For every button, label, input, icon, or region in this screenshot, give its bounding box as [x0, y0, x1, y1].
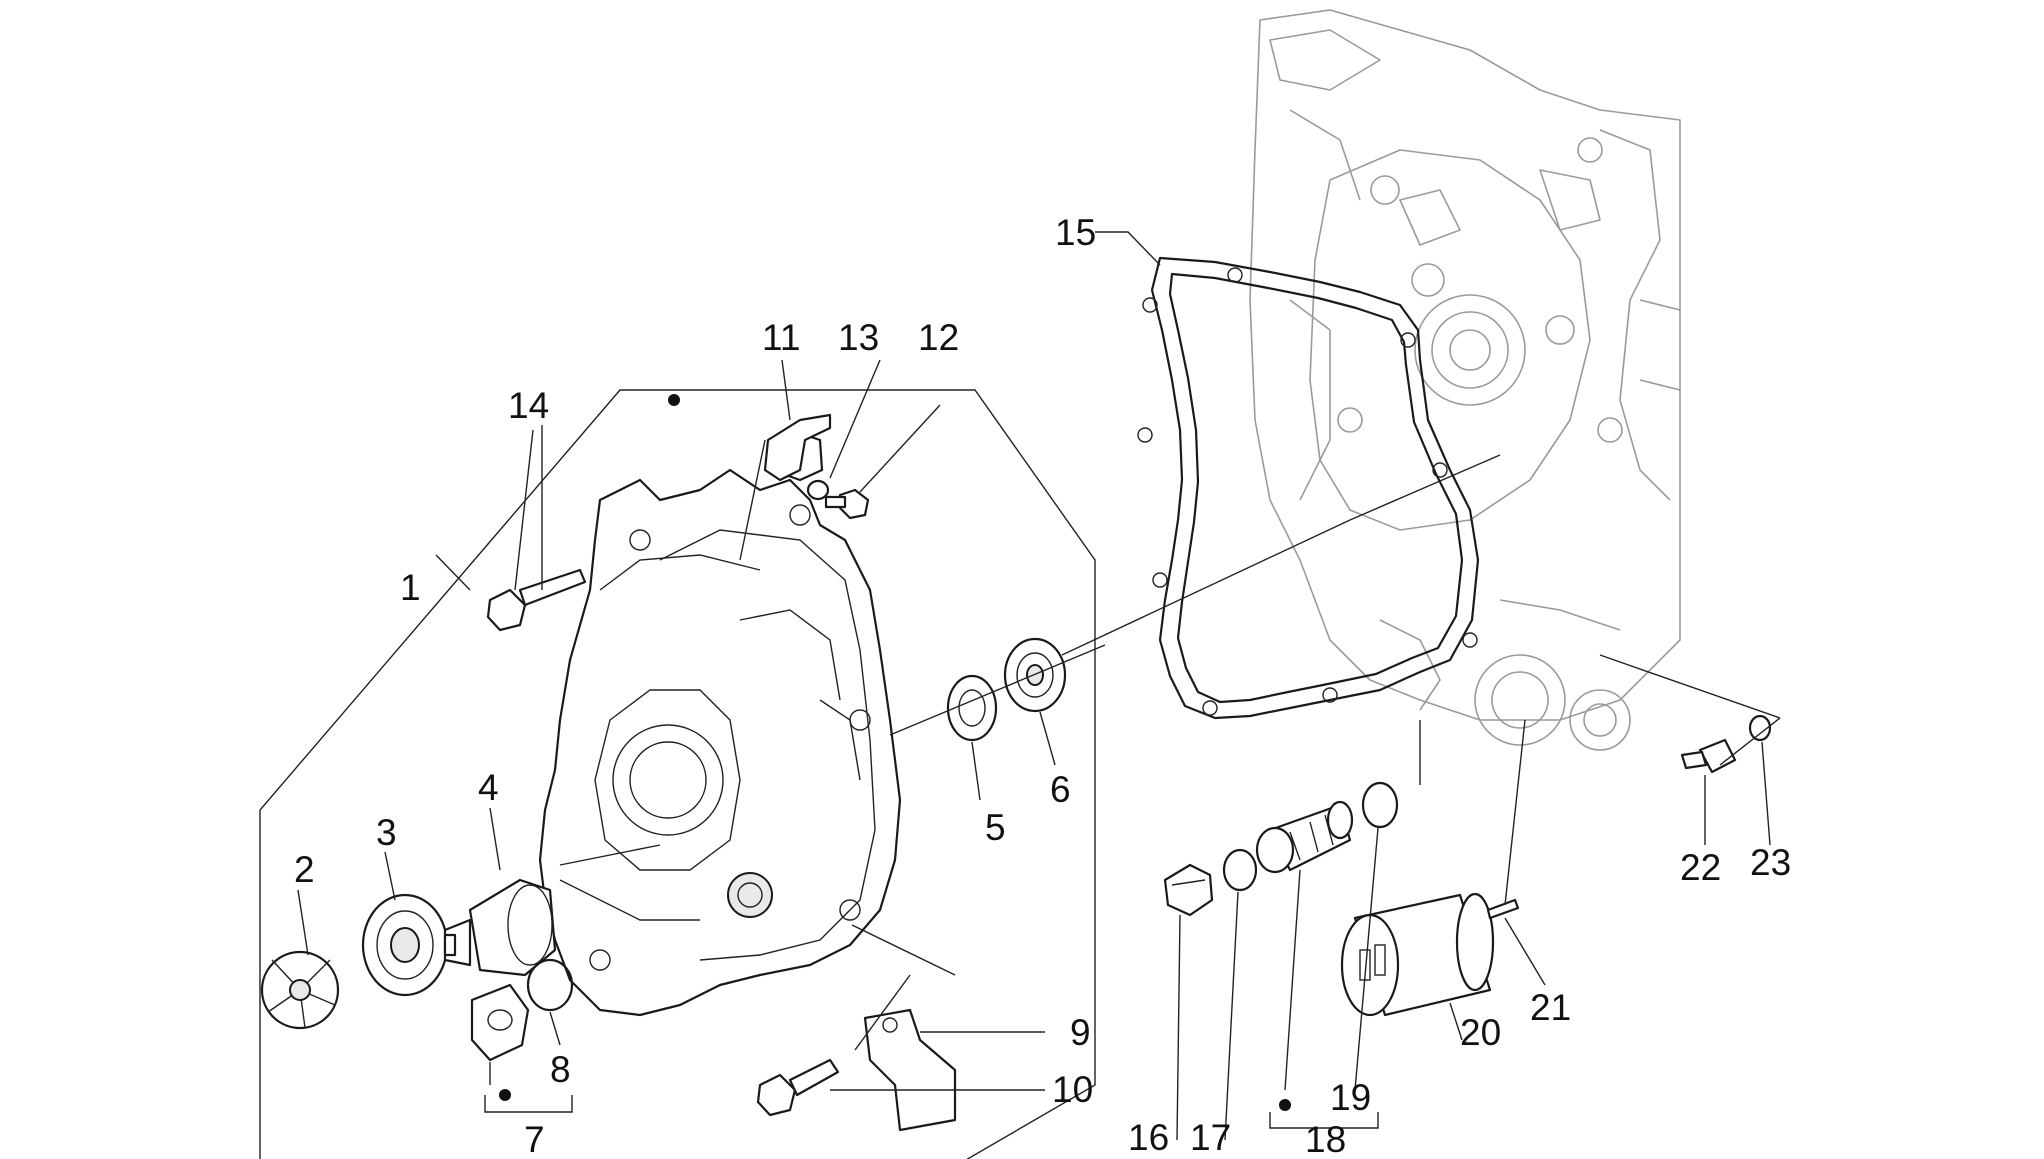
group-outline-part-1	[259, 389, 1096, 1159]
label-part-19: 19	[1330, 1077, 1371, 1118]
label-part-3: 3	[376, 812, 397, 853]
sensor-part-22	[1680, 738, 1737, 774]
bolt-part-10	[756, 1058, 840, 1117]
label-part-20: 20	[1460, 1012, 1501, 1053]
marker-dot-part-18	[1279, 1099, 1291, 1111]
label-part-1: 1	[400, 567, 421, 608]
label-part-22: 22	[1680, 847, 1721, 888]
cover-gasket-part-15	[1137, 256, 1480, 720]
label-part-18: 18	[1305, 1119, 1346, 1159]
seal-part-3	[361, 893, 449, 997]
label-part-10: 10	[1052, 1069, 1093, 1110]
oil-filter-screen-part-18	[1255, 800, 1354, 874]
washer-part-13	[806, 479, 830, 501]
oil-seal-part-5	[946, 674, 998, 742]
label-part-15: 15	[1055, 212, 1096, 253]
label-part-7: 7	[524, 1119, 545, 1159]
o-ring-part-17	[1222, 848, 1258, 892]
label-part-14: 14	[508, 385, 549, 426]
washer-part-23	[1748, 714, 1772, 742]
label-part-2: 2	[294, 849, 315, 890]
label-part-13: 13	[838, 317, 879, 358]
o-ring-part-19	[1361, 781, 1399, 829]
label-part-8: 8	[550, 1049, 571, 1090]
label-part-17: 17	[1190, 1117, 1231, 1158]
leader-lines	[297, 231, 1771, 1141]
bolt-part-12	[824, 488, 870, 520]
label-part-5: 5	[985, 807, 1006, 848]
crankcase-background	[1249, 9, 1681, 751]
label-part-21: 21	[1530, 987, 1571, 1028]
label-part-4: 4	[478, 767, 499, 808]
marker-dot-cover	[668, 394, 680, 406]
label-part-9: 9	[1070, 1012, 1091, 1053]
flywheel-cover-part-1	[538, 428, 902, 1017]
filter-plug-part-16	[1163, 863, 1214, 917]
oil-filter-part-20	[1340, 892, 1495, 1017]
drain-plug-part-8	[470, 958, 574, 1062]
shaft-bearing-part-4	[443, 878, 557, 977]
impeller-part-2	[260, 950, 340, 1030]
label-part-23: 23	[1750, 842, 1791, 883]
label-part-6: 6	[1050, 769, 1071, 810]
part-labels: 1 2 3 4 5 6 7 8 9 10 11 12 13 14 15 16 1…	[294, 212, 1791, 1159]
label-part-12: 12	[918, 317, 959, 358]
label-part-11: 11	[762, 317, 800, 358]
label-part-16: 16	[1128, 1117, 1169, 1158]
assembly-lines	[559, 439, 1781, 1051]
clip-part-11	[763, 413, 832, 482]
stud-part-21	[1486, 898, 1520, 920]
bracket-part-9	[863, 1008, 957, 1132]
marker-dot-part-7	[499, 1089, 511, 1101]
bolt-part-14	[486, 568, 587, 632]
